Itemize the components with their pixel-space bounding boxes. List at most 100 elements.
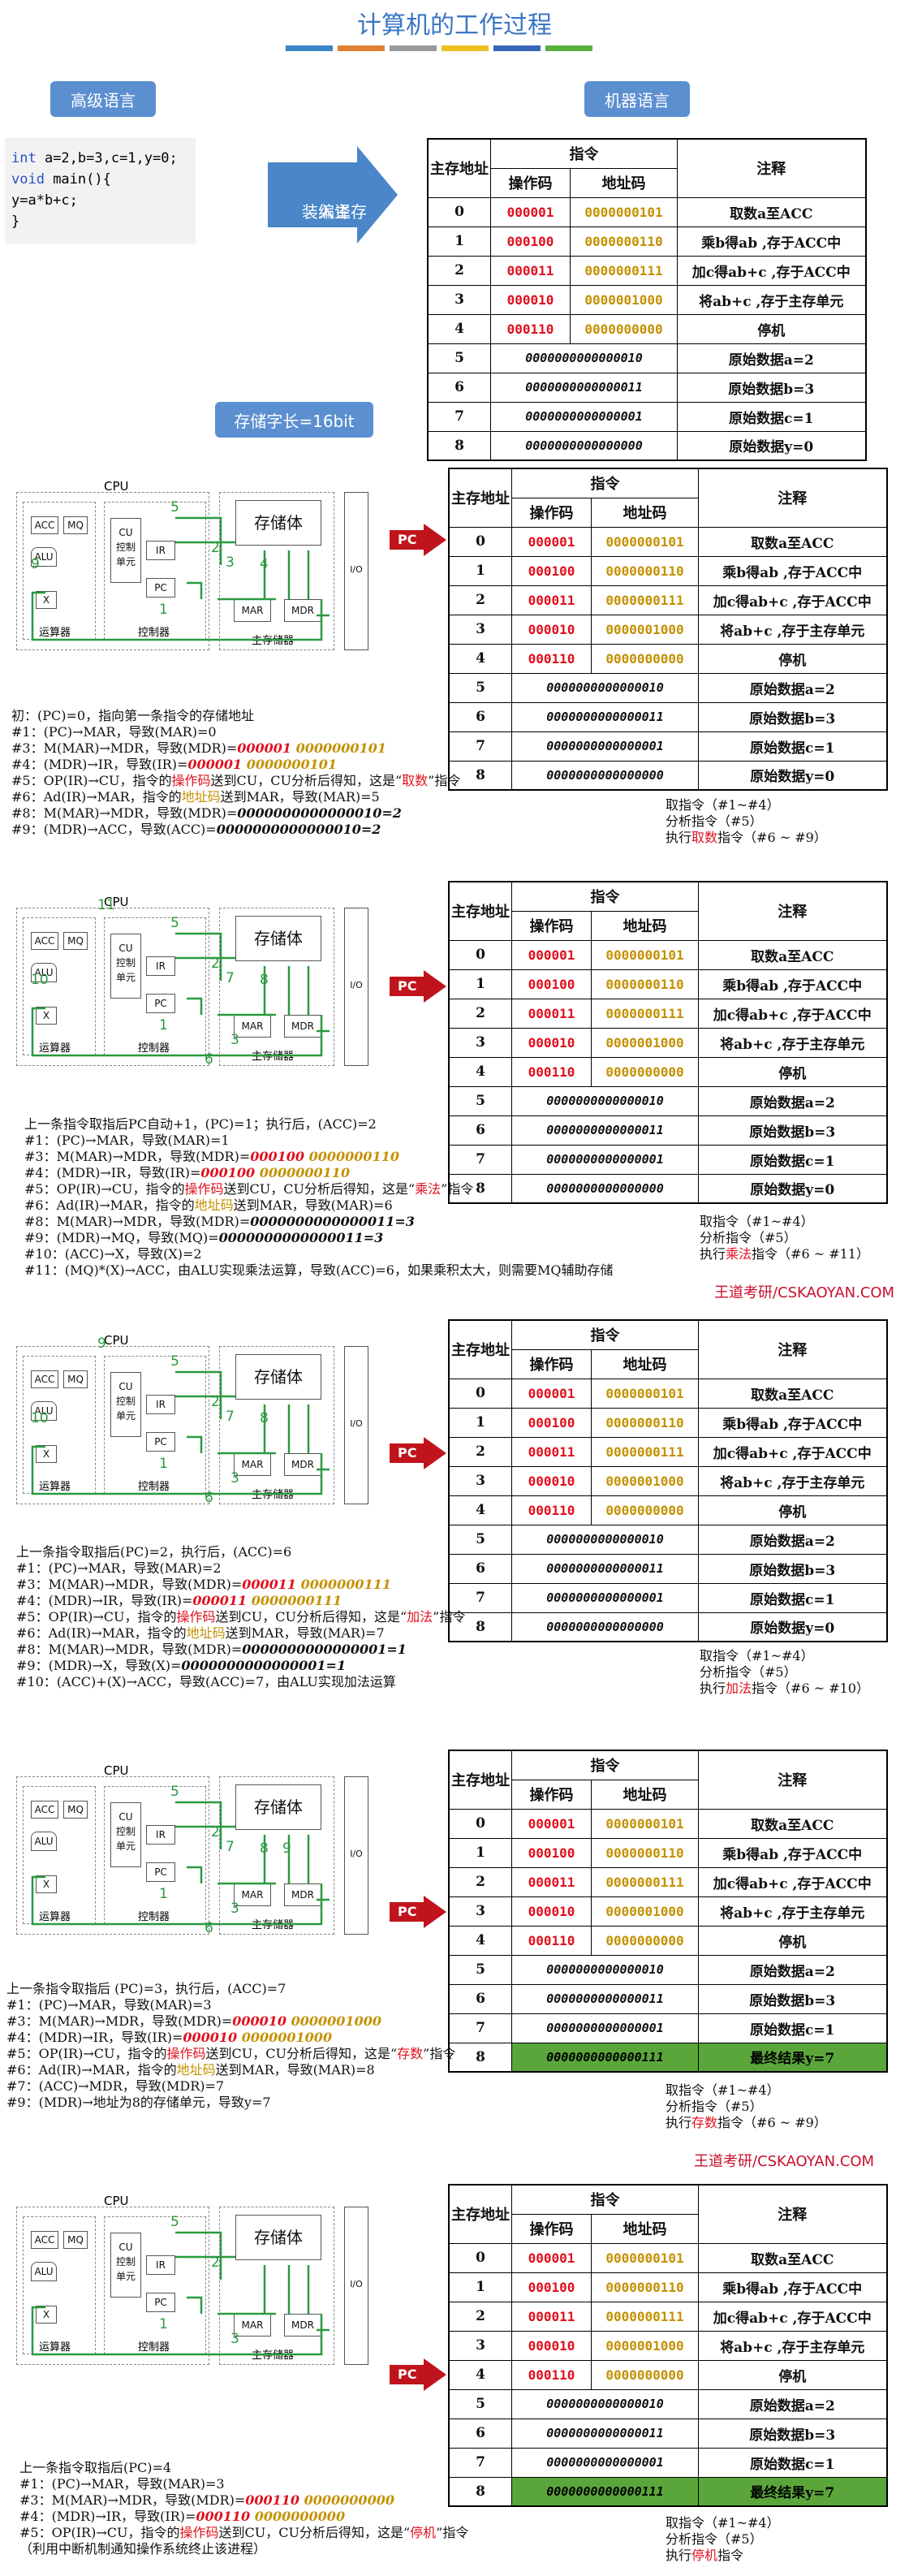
cell-address: 0 (448, 939, 512, 970)
cell-address: 0 (427, 196, 491, 227)
io-block: I/O (344, 1776, 368, 1935)
cell-note: 将ab+c ,存于主存单元 (698, 614, 887, 645)
pc-register: PC (146, 1862, 175, 1882)
cell-opcode: 000110 (511, 1056, 592, 1087)
cell-opcode: 000100 (511, 969, 592, 999)
cell-data: 0000000000000010 (490, 343, 678, 373)
cell-address: 5 (448, 1524, 512, 1555)
cell-data: 0000000000000010 (511, 1954, 699, 1985)
cell-note: 加c得ab+c ,存于ACC中 (698, 1436, 887, 1467)
x-register: X (36, 2306, 57, 2324)
color-bar-6 (545, 45, 592, 51)
watermark-2: 王道考研/CSKAOYAN.COM (694, 2153, 875, 2170)
bus-step-number: 1 (159, 1456, 168, 1472)
header-addrcode: 地址码 (591, 2213, 699, 2244)
pc-register: PC (146, 578, 175, 598)
cell-address: 1 (427, 226, 491, 257)
cell-note: 停机 (698, 2359, 887, 2390)
mq-register: MQ (63, 516, 88, 534)
high-level-lang-bubble: 高级语言 (50, 81, 156, 117)
cell-note: 取数a至ACC (698, 2242, 887, 2273)
cell-address: 8 (427, 430, 491, 461)
alu-block: ALU (31, 1401, 57, 1421)
cell-opcode: 000110 (511, 1495, 592, 1525)
cell-note: 将ab+c ,存于主存单元 (698, 2330, 887, 2361)
bus-step-number: 6 (205, 1920, 213, 1936)
bus-step-number: 7 (226, 970, 235, 986)
memory-body: 存储体 (235, 2215, 321, 2260)
header-address: 主存地址 (427, 138, 491, 198)
cell-opcode: 000011 (511, 2301, 592, 2332)
mdr-register: MDR (284, 2314, 321, 2337)
control-label: 控制器 (138, 2341, 170, 2354)
cell-addrcode: 0000000000 (591, 643, 699, 674)
steps-section-3: 上一条指令取指后(PC)=2，执行后，(ACC)=6 #1：(PC)→MAR，导… (16, 1544, 466, 1689)
cell-data: 0000000000000010 (511, 1085, 699, 1116)
acc-register: ACC (31, 516, 58, 534)
cell-note: 原始数据c=1 (698, 2013, 887, 2043)
header-address: 主存地址 (448, 881, 512, 941)
header-address: 主存地址 (448, 1319, 512, 1379)
cell-addrcode: 0000000101 (591, 526, 699, 557)
acc-register: ACC (31, 2231, 58, 2249)
cell-address: 4 (448, 643, 512, 674)
cpu-boundary (16, 1346, 209, 1504)
bus-step-number: 8 (260, 1410, 269, 1426)
cell-opcode: 000011 (511, 1436, 592, 1467)
cell-addrcode: 0000000000 (591, 1495, 699, 1525)
cell-note: 停机 (698, 1925, 887, 1956)
io-block: I/O (344, 492, 368, 650)
cell-addrcode: 0000000101 (591, 1808, 699, 1839)
header-instruction: 指令 (511, 468, 699, 498)
memory-body: 存储体 (235, 500, 321, 546)
cell-note: 原始数据c=1 (698, 1144, 887, 1175)
cell-opcode: 000010 (511, 2330, 592, 2361)
cell-addrcode: 0000000000 (591, 1056, 699, 1087)
cell-opcode: 000001 (511, 2242, 592, 2273)
phase-notes-1: 取指令（#1~#4）分析指令（#5） 执行取数指令（#6 ~ #9） (666, 797, 827, 845)
c-code-block: int a=2,b=3,c=1,y=0; void main(){ y=a*b+… (5, 138, 196, 244)
memory-body: 存储体 (235, 1784, 321, 1830)
steps-section-2: 上一条指令取指后PC自动+1，(PC)=1；执行后，(ACC)=2 #1：(PC… (24, 1116, 614, 1278)
pc-pointer-4: PC (390, 1896, 446, 1928)
cell-opcode: 000110 (511, 643, 592, 674)
header-note: 注释 (698, 1319, 887, 1379)
cell-address: 0 (448, 526, 512, 557)
cell-address: 0 (448, 2242, 512, 2273)
bus-step-number: 7 (226, 1839, 235, 1855)
cell-note: 取数a至ACC (698, 1808, 887, 1839)
cell-address: 6 (427, 372, 491, 403)
bus-step-number: 6 (205, 1051, 213, 1068)
cell-note: 原始数据y=0 (677, 430, 866, 461)
bus-step-number: 3 (230, 1032, 239, 1048)
alu-label: 运算器 (39, 1911, 71, 1923)
cell-note: 原始数据a=2 (698, 672, 887, 703)
x-register: X (36, 591, 57, 609)
alu-block: ALU (31, 2262, 57, 2281)
cell-opcode: 000001 (511, 1378, 592, 1409)
cell-addrcode: 0000000101 (591, 939, 699, 970)
bus-step-number: 5 (170, 1784, 179, 1800)
cell-data: 0000000000000011 (490, 372, 678, 403)
bus-step-number: 11 (97, 897, 115, 913)
cell-note: 加c得ab+c ,存于ACC中 (677, 255, 866, 286)
cell-opcode: 000001 (511, 939, 592, 970)
cpu-boundary (16, 908, 209, 1066)
